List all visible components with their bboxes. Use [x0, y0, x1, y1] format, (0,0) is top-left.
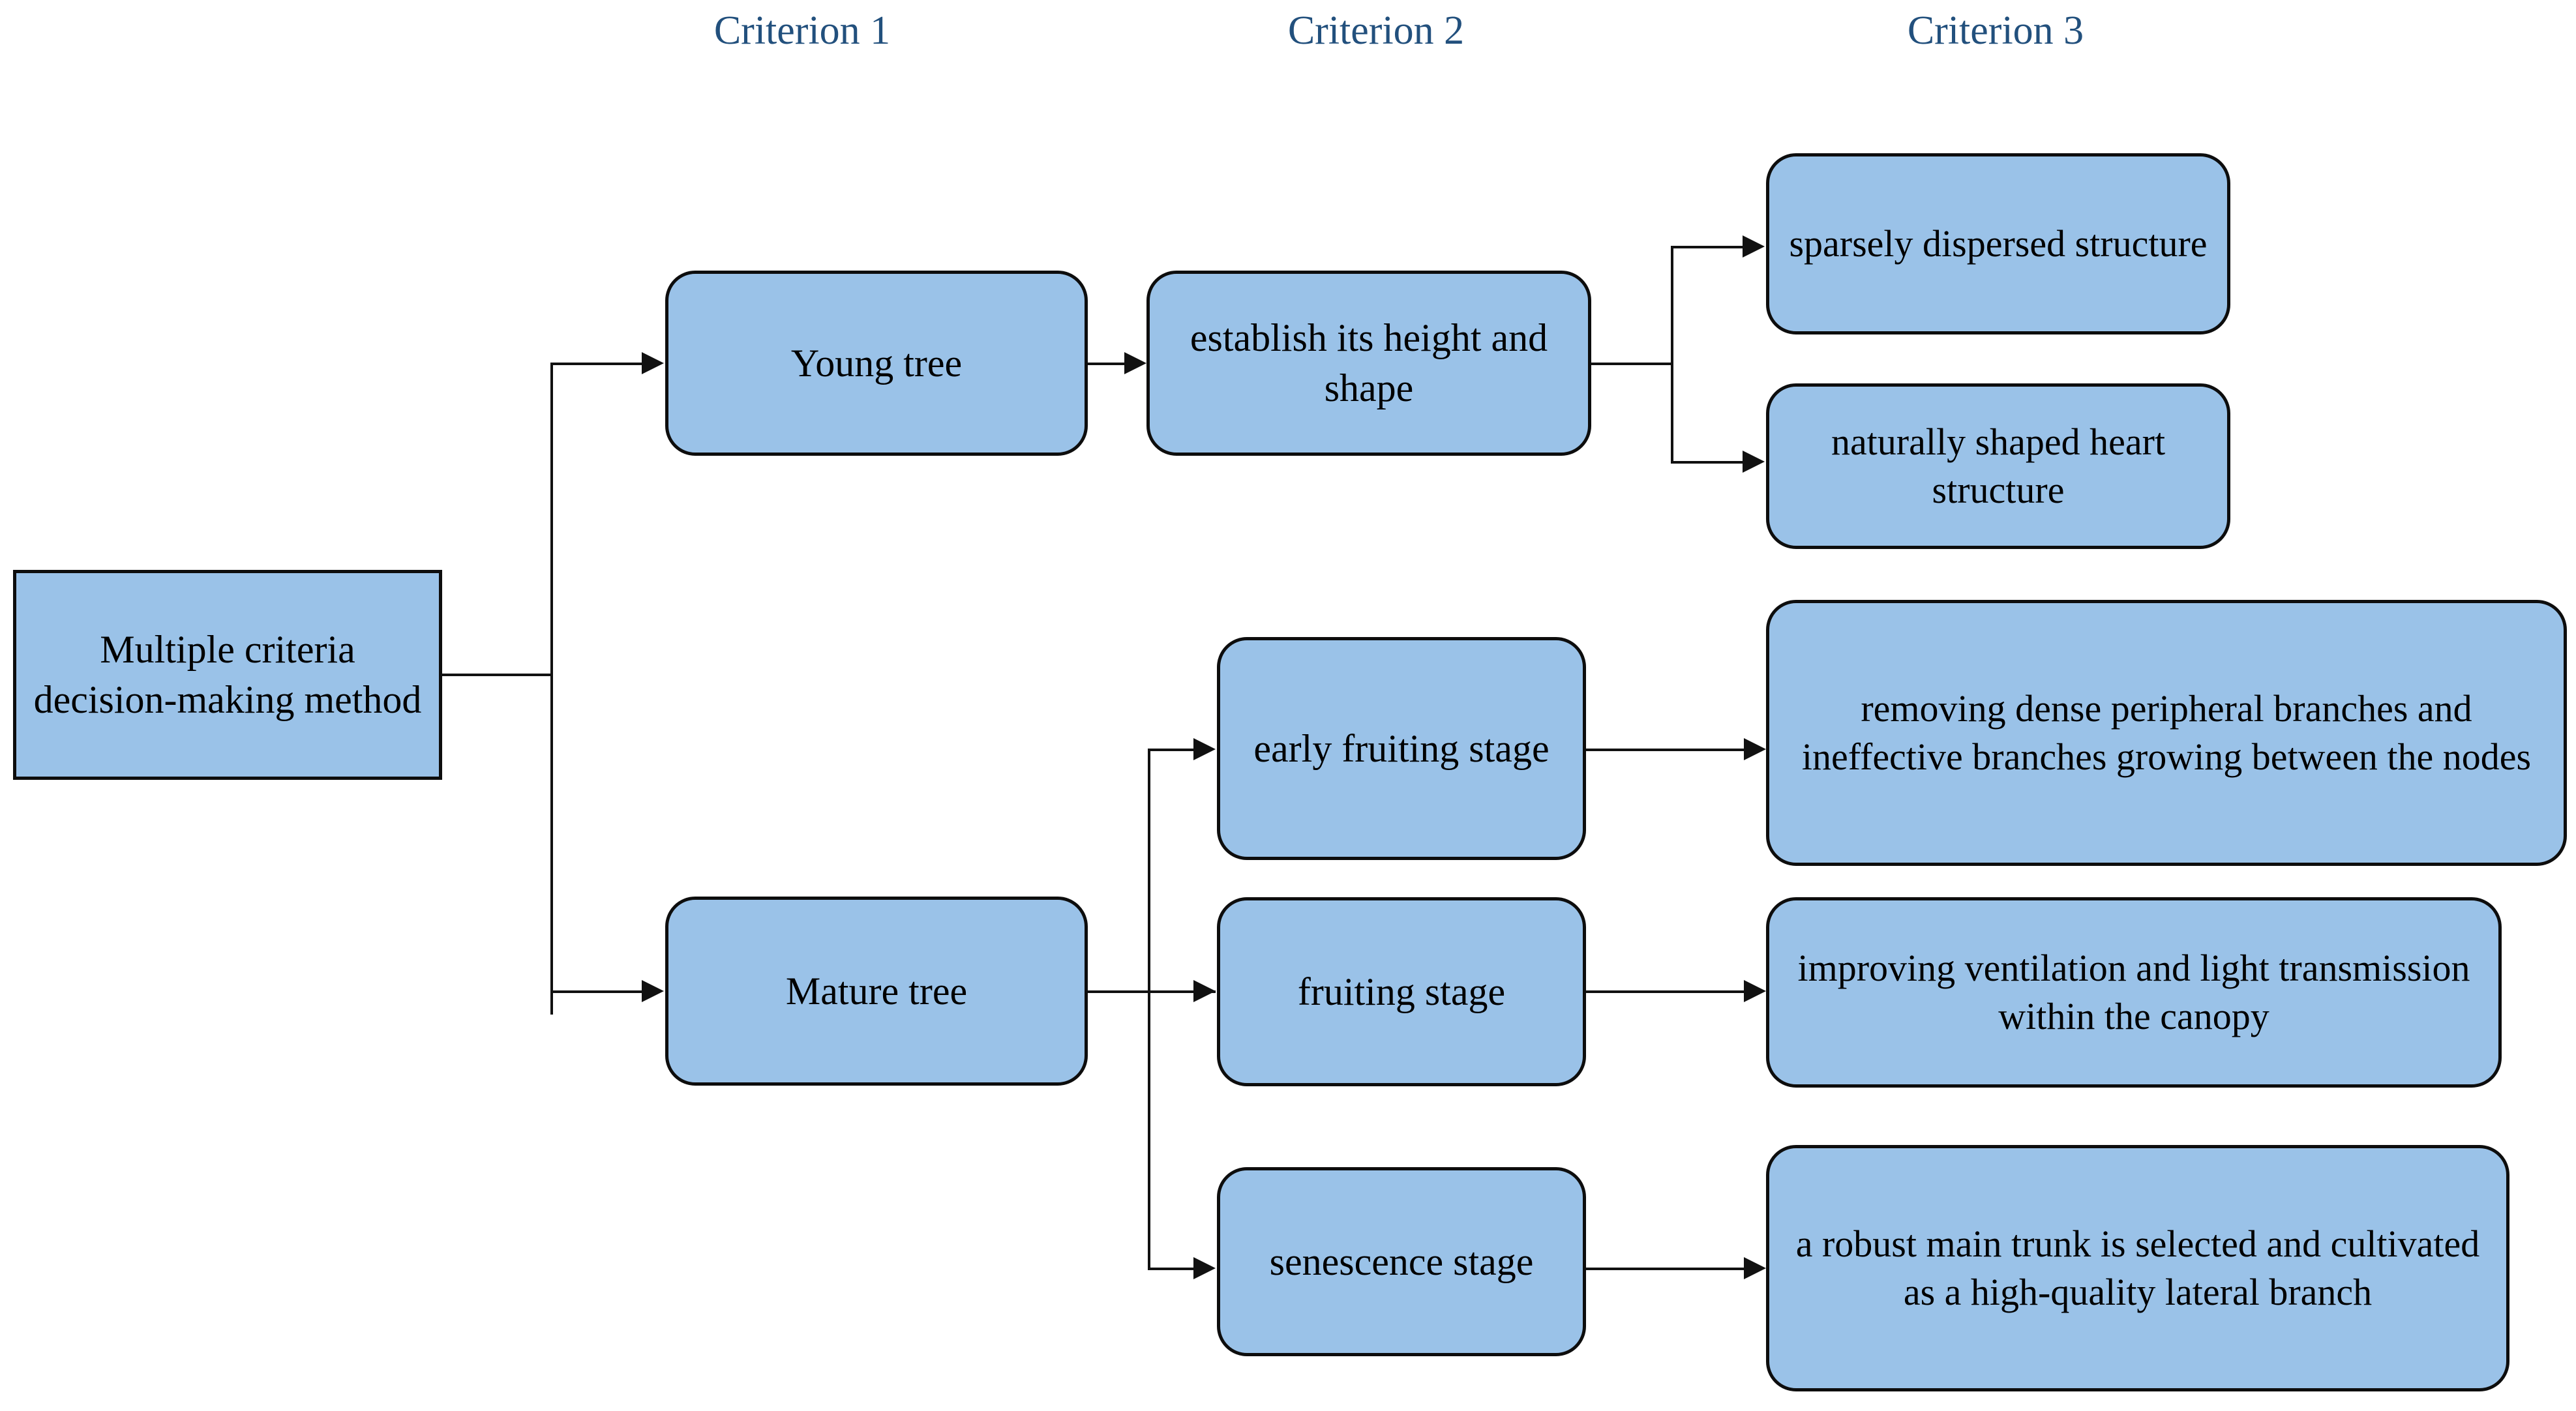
connector-bus-establish-split — [1671, 246, 1673, 464]
arrowhead-naturally-shaped-heart-structure — [1743, 451, 1765, 473]
connector-bus-to-senescence — [1148, 1268, 1195, 1270]
node-label: improving ventilation and light transmis… — [1797, 946, 2470, 1037]
connector-bus-to-sparsely-dispersed — [1671, 246, 1744, 248]
arrowhead-establish-height-shape — [1124, 352, 1146, 374]
node-label: fruiting stage — [1297, 970, 1506, 1013]
connector-senescence-to-result — [1586, 1268, 1745, 1270]
connector-bus-to-naturally-shaped — [1671, 461, 1744, 464]
node-fruiting-stage[interactable]: fruiting stage — [1217, 897, 1586, 1086]
node-early-fruiting-stage[interactable]: early fruiting stage — [1217, 637, 1586, 860]
node-robust-main-trunk-lateral-branch[interactable]: a robust main trunk is selected and cult… — [1766, 1145, 2509, 1391]
column-header-criterion-2: Criterion 2 — [1287, 8, 1465, 53]
node-label: a robust main trunk is selected and cult… — [1795, 1222, 2480, 1313]
connector-bus-mature-split — [1148, 749, 1150, 1270]
node-mature-tree[interactable]: Mature tree — [665, 897, 1088, 1086]
arrowhead-removing-dense-peripheral-branches — [1744, 738, 1766, 760]
node-label: establish its height and shape — [1190, 316, 1548, 409]
connector-early-fruiting-to-result — [1586, 749, 1745, 751]
node-label: naturally shaped heart structure — [1831, 420, 2166, 511]
connector-fruiting-to-result — [1586, 990, 1745, 993]
connector-establish-to-bus — [1591, 363, 1673, 365]
node-label: removing dense peripheral branches and i… — [1801, 687, 2532, 778]
connector-young-tree-to-establish — [1088, 363, 1126, 365]
column-header-criterion-3: Criterion 3 — [1907, 8, 2084, 53]
connector-root-to-bus — [441, 674, 552, 676]
node-label: sparsely dispersed structure — [1789, 222, 2208, 265]
node-naturally-shaped-heart-structure[interactable]: naturally shaped heart structure — [1766, 383, 2230, 549]
arrowhead-young-tree — [642, 352, 664, 374]
arrowhead-senescence-stage — [1193, 1257, 1216, 1279]
connector-bus-to-early-fruiting — [1148, 749, 1195, 751]
node-label: Multiple criteria decision-making method — [33, 628, 422, 721]
node-senescence-stage[interactable]: senescence stage — [1217, 1167, 1586, 1356]
node-establish-height-and-shape[interactable]: establish its height and shape — [1146, 271, 1591, 456]
connector-bus-to-mature-tree — [550, 990, 643, 993]
node-root-multiple-criteria-decision-making-method[interactable]: Multiple criteria decision-making method — [13, 570, 442, 780]
arrowhead-sparsely-dispersed-structure — [1743, 235, 1765, 258]
node-removing-dense-peripheral-branches[interactable]: removing dense peripheral branches and i… — [1766, 600, 2567, 866]
node-young-tree[interactable]: Young tree — [665, 271, 1088, 456]
arrowhead-robust-main-trunk — [1744, 1257, 1766, 1279]
node-label: early fruiting stage — [1253, 726, 1550, 770]
arrowhead-fruiting-stage — [1193, 980, 1216, 1002]
connector-bus-to-fruiting — [1148, 990, 1195, 993]
connector-bus-criterion1 — [550, 363, 553, 1015]
arrowhead-early-fruiting-stage — [1193, 738, 1216, 760]
node-label: Mature tree — [785, 969, 968, 1013]
node-improving-ventilation-and-light-transmission[interactable]: improving ventilation and light transmis… — [1766, 897, 2502, 1088]
node-label: senescence stage — [1269, 1240, 1534, 1283]
arrowhead-improving-ventilation-light — [1744, 980, 1766, 1002]
connector-bus-to-young-tree — [550, 363, 643, 365]
column-header-criterion-1: Criterion 1 — [713, 8, 891, 53]
node-sparsely-dispersed-structure[interactable]: sparsely dispersed structure — [1766, 153, 2230, 334]
node-label: Young tree — [790, 341, 963, 385]
arrowhead-mature-tree — [642, 980, 664, 1002]
